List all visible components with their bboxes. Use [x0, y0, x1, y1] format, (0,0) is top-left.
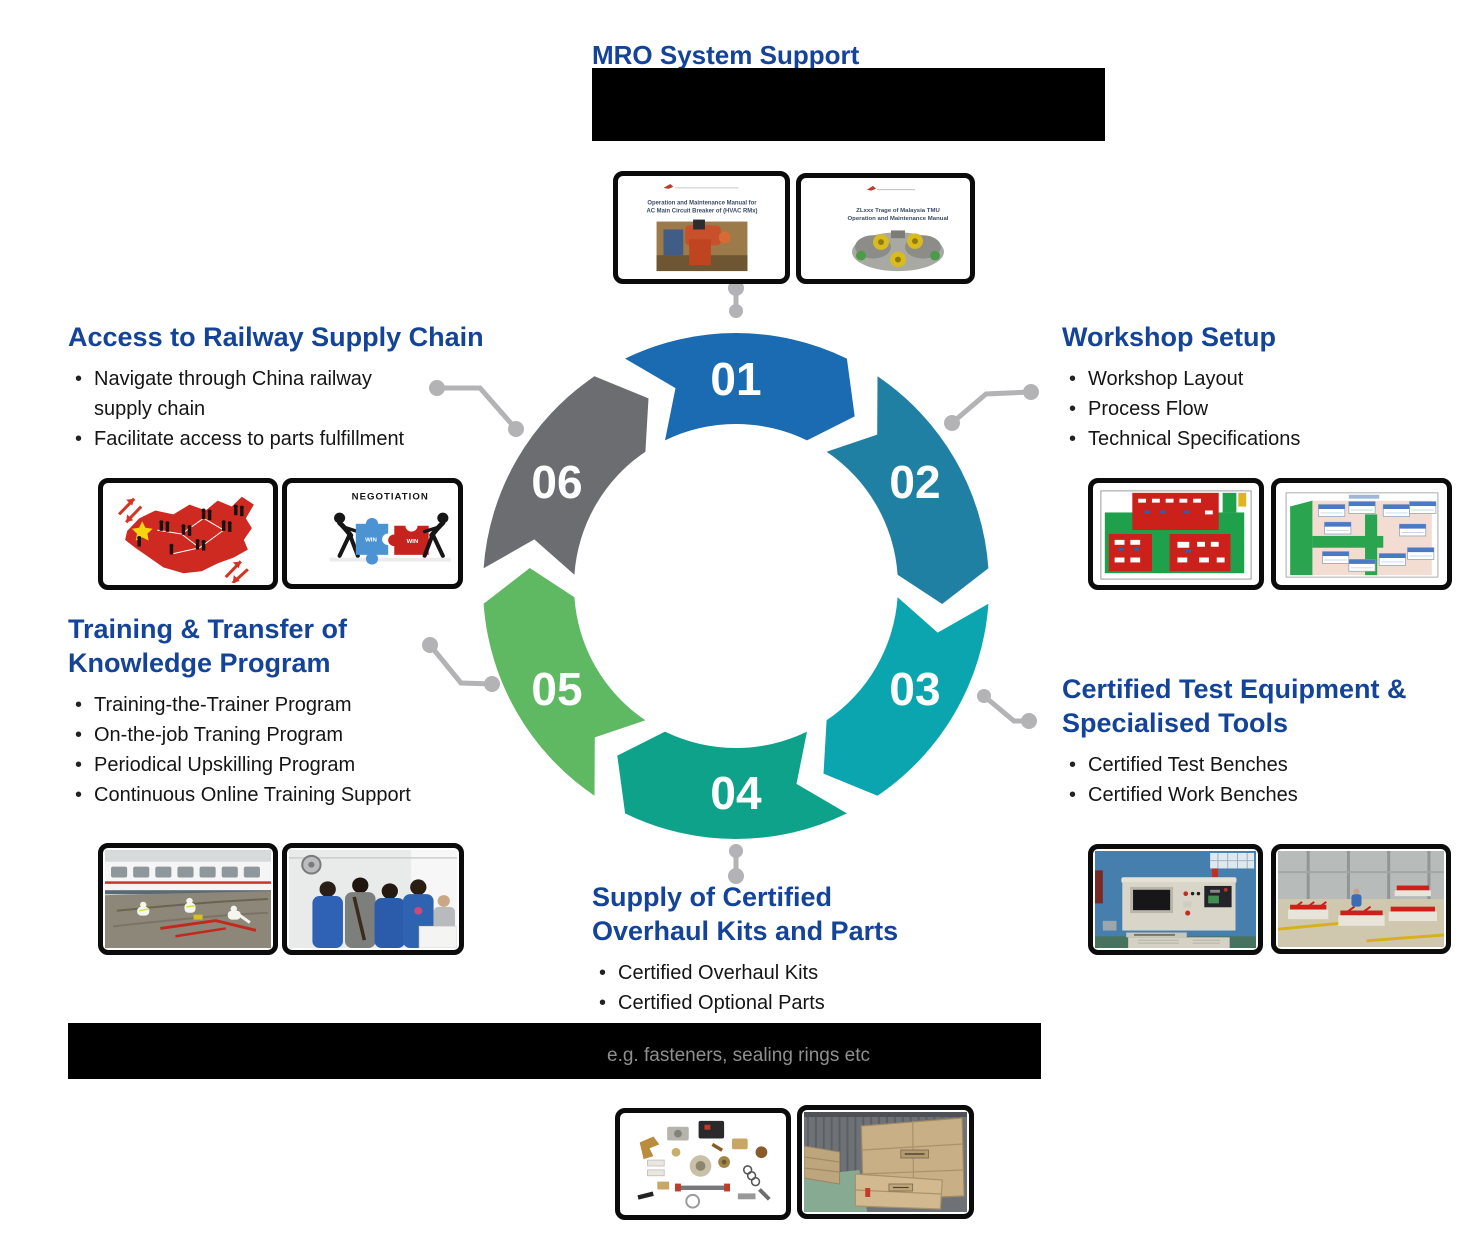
section-title-training: Training & Transfer of Knowledge Program — [68, 614, 348, 679]
doc1-title-line2: AC Main Circuit Breaker of (HVAC RMx) — [646, 209, 757, 215]
figure-right — [422, 512, 449, 558]
layout1-benches — [1114, 498, 1225, 563]
wall-fan — [301, 854, 322, 875]
bullet-list-overhaul: Certified Overhaul KitsCertified Optiona… — [592, 958, 972, 1018]
bullet-list-test-equipment: Certified Test BenchesCertified Work Ben… — [1062, 750, 1462, 810]
negotiation-title: NEGOTIATION — [352, 491, 429, 502]
layout2-green-left — [1290, 500, 1313, 576]
doc1-logo-icon — [663, 183, 674, 189]
thumb-workshop-layout-2 — [1271, 478, 1452, 590]
red-arrows-top — [117, 497, 143, 524]
cycle-segment-03 — [823, 597, 989, 796]
cycle-segment-02 — [826, 376, 989, 604]
thumb-training-1 — [98, 843, 278, 955]
bullet-item: Workshop Layout — [1062, 364, 1442, 394]
red-arrows-bottom — [224, 560, 249, 583]
thumb-negotiation: NEGOTIATION WIN WIN — [282, 478, 463, 589]
puzzle-piece-red: WIN — [388, 519, 429, 555]
counter — [418, 925, 457, 948]
connector-left-bottom — [428, 643, 493, 687]
bullet-item: Certified Optional Parts — [592, 988, 972, 1018]
layout1-marks — [1118, 510, 1192, 553]
worker — [1351, 888, 1362, 907]
puzzle-label-left: WIN — [365, 537, 377, 543]
workers — [137, 897, 251, 924]
cycle-segment-04 — [617, 731, 847, 840]
floor-reflection — [329, 557, 451, 562]
train-background — [105, 861, 271, 895]
redacted-block-bottom — [68, 1023, 1041, 1079]
doc1-title-line1: Operation and Maintenance Manual for — [647, 201, 757, 207]
section-overhaul: Supply of Certified Overhaul Kits and Pa… — [592, 880, 972, 1018]
bullet-list-workshop: Workshop LayoutProcess FlowTechnical Spe… — [1062, 364, 1442, 454]
bullet-item: Certified Test Benches — [1062, 750, 1462, 780]
section-test-equipment: Certified Test Equipment & Specialised T… — [1062, 672, 1462, 810]
wooden-crates — [804, 1117, 965, 1210]
bullet-item: Periodical Upskilling Program — [68, 750, 488, 780]
cycle-number-02: 02 — [889, 456, 940, 508]
red-tool-frame — [160, 919, 257, 938]
puzzle-label-right: WIN — [407, 539, 419, 545]
cycle-number-03: 03 — [889, 663, 940, 715]
thumb-test-bench-2 — [1271, 844, 1451, 954]
bullet-list-supply-chain: Navigate through China railway supply ch… — [68, 364, 518, 454]
bullet-item: Certified Work Benches — [1062, 780, 1462, 810]
star-icon — [131, 521, 153, 541]
section-title-supply-chain: Access to Railway Supply Chain — [68, 322, 484, 352]
cycle-number-05: 05 — [531, 663, 582, 715]
thumb-china-map — [98, 478, 278, 590]
section-workshop: Workshop Setup Workshop LayoutProcess Fl… — [1062, 320, 1442, 454]
figure-left — [334, 512, 360, 558]
layout1-room-left — [1108, 534, 1152, 572]
thumb-doc-manual-2: ZLxxx Trage of Malaysia TMU Operation an… — [796, 173, 975, 284]
cycle-segment-06 — [483, 376, 649, 575]
cycle-number-04: 04 — [710, 767, 762, 819]
parts-scatter — [637, 1120, 771, 1209]
thumb-crates — [797, 1105, 974, 1219]
bullet-item: On-the-job Traning Program — [68, 720, 488, 750]
doc2-title-line2: Operation and Maintenance Manual — [848, 216, 949, 222]
bullet-list-training: Training-the-Trainer ProgramOn-the-job T… — [68, 690, 488, 810]
doc1-photo — [656, 219, 748, 272]
cycle-segment-01 — [625, 332, 855, 441]
page-title: MRO System Support — [592, 40, 860, 70]
bullet-item: Certified Overhaul Kits — [592, 958, 972, 988]
bullet-item: Facilitate access to parts fulfillment — [68, 424, 518, 454]
thumb-parts-kit — [615, 1108, 791, 1220]
cycle-segment-05 — [483, 568, 646, 796]
connector-right-top — [950, 389, 1032, 425]
overhaul-note: e.g. fasteners, sealing rings etc — [607, 1045, 870, 1066]
doc2-gearbox-render — [852, 230, 944, 272]
test-console — [1121, 868, 1237, 948]
section-training: Training & Transfer of Knowledge Program… — [68, 612, 488, 810]
cycle-number-01: 01 — [710, 353, 761, 405]
bullet-item: Training-the-Trainer Program — [68, 690, 488, 720]
bullet-item: Process Flow — [1062, 394, 1442, 424]
section-title-test-equipment: Certified Test Equipment & Specialised T… — [1062, 674, 1407, 739]
route-lines — [157, 517, 225, 555]
bullet-item: Technical Specifications — [1062, 424, 1442, 454]
thumb-doc-manual-1: Operation and Maintenance Manual for AC … — [613, 171, 790, 284]
layout1-room-center — [1169, 534, 1231, 572]
thumb-workshop-layout-1 — [1088, 478, 1264, 590]
doc2-logo-icon — [867, 185, 876, 191]
red-fixtures — [1288, 885, 1437, 926]
section-title-overhaul: Supply of Certified Overhaul Kits and Pa… — [592, 882, 899, 947]
doc2-title-line1: ZLxxx Trage of Malaysia TMU — [856, 208, 940, 214]
thumb-test-bench-1 — [1088, 844, 1263, 955]
redacted-block-top — [592, 68, 1105, 141]
bullet-item: Continuous Online Training Support — [68, 780, 488, 810]
bullet-item: Navigate through China railway supply ch… — [68, 364, 518, 424]
window — [1210, 852, 1255, 869]
section-supply-chain: Access to Railway Supply Chain Navigate … — [68, 320, 518, 454]
puzzle-piece-blue: WIN — [355, 517, 395, 565]
thumb-training-2 — [282, 843, 464, 955]
section-title-workshop: Workshop Setup — [1062, 322, 1277, 352]
cycle-number-06: 06 — [531, 456, 582, 508]
